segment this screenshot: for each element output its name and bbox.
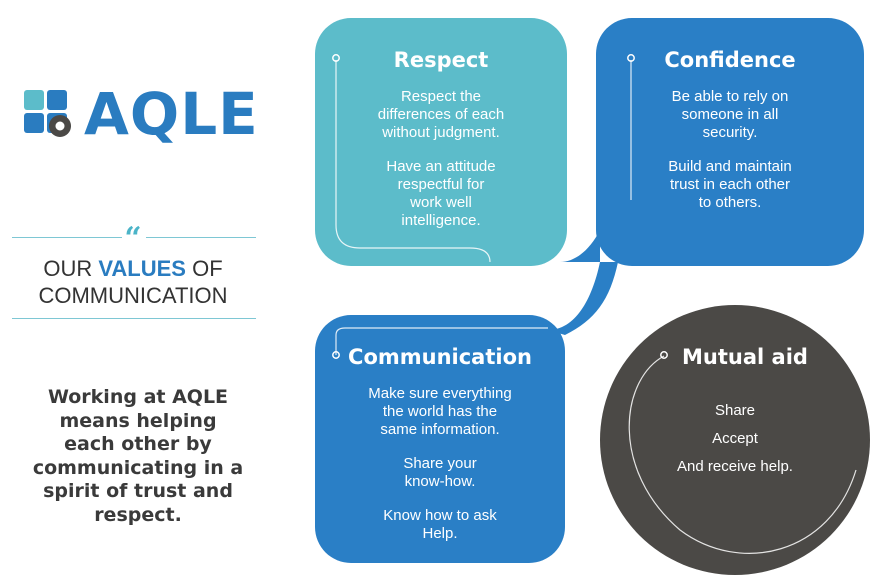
card-line: Build and maintain xyxy=(668,158,792,175)
card-body: Respect the differences of each without … xyxy=(315,88,567,230)
intro-line: each other by xyxy=(64,433,212,455)
card-line: someone in all xyxy=(681,106,779,123)
heading-highlight: VALUES xyxy=(98,256,186,281)
card-line: same information. xyxy=(380,421,500,438)
card-line: work well xyxy=(410,194,472,211)
card-line: Know how to ask xyxy=(383,507,497,524)
card-line: Share your xyxy=(403,455,477,472)
brand-logo: AQLE xyxy=(22,82,262,146)
card-body: Be able to rely on someone in all securi… xyxy=(596,88,864,212)
card-line: respectful for xyxy=(397,176,485,193)
heading-suffix: OF xyxy=(192,256,223,281)
card-title: Respect xyxy=(393,48,489,72)
intro-line: Working at AQLE xyxy=(47,386,229,408)
card-line: Have an attitude xyxy=(386,158,496,175)
quote-mark-icon: “ xyxy=(124,221,142,256)
card-line: intelligence. xyxy=(401,212,481,229)
divider-bottom xyxy=(12,318,256,319)
heading-prefix: OUR xyxy=(43,256,93,281)
divider-left xyxy=(12,237,122,238)
card-line: Help. xyxy=(422,525,458,542)
card-line: Be able to rely on xyxy=(671,88,789,105)
card-mutual-aid: Mutual aid Share Accept And receive help… xyxy=(600,305,870,575)
card-title: Communication xyxy=(348,345,532,369)
card-line: trust in each other xyxy=(669,176,791,193)
card-respect: Respect Respect the differences of each … xyxy=(315,18,567,266)
card-line: Respect the xyxy=(400,88,482,105)
card-line: without judgment. xyxy=(382,124,500,141)
card-line: the world has the xyxy=(382,403,498,420)
card-title: Mutual aid xyxy=(682,345,808,369)
card-line: Make sure everything xyxy=(368,385,512,402)
intro-line: means helping xyxy=(59,409,217,432)
card-communication: Communication Make sure everything the w… xyxy=(315,315,565,563)
card-line: And receive help. xyxy=(677,458,793,475)
card-line: security. xyxy=(702,124,758,141)
logo-mark-icon xyxy=(24,90,71,137)
divider-right xyxy=(146,237,256,238)
card-body: Share Accept And receive help. xyxy=(600,397,870,481)
card-body: Make sure everything the world has the s… xyxy=(315,385,565,543)
values-heading: OUR VALUES OF COMMUNICATION xyxy=(0,255,266,309)
card-title: Confidence xyxy=(664,48,796,72)
heading-line2: COMMUNICATION xyxy=(38,283,228,308)
card-line: Accept xyxy=(712,430,758,447)
card-line: differences of each xyxy=(377,106,505,123)
intro-line: communicating in a xyxy=(32,456,244,479)
card-confidence: Confidence Be able to rely on someone in… xyxy=(596,18,864,266)
card-line: know-how. xyxy=(404,473,476,490)
intro-line: respect. xyxy=(94,503,182,526)
intro-line: spirit of trust and xyxy=(43,480,233,502)
card-line: to others. xyxy=(698,194,762,211)
intro-text: Working at AQLE means helping each other… xyxy=(14,386,262,527)
card-line: Share xyxy=(714,402,756,419)
brand-name: AQLE xyxy=(84,80,259,148)
